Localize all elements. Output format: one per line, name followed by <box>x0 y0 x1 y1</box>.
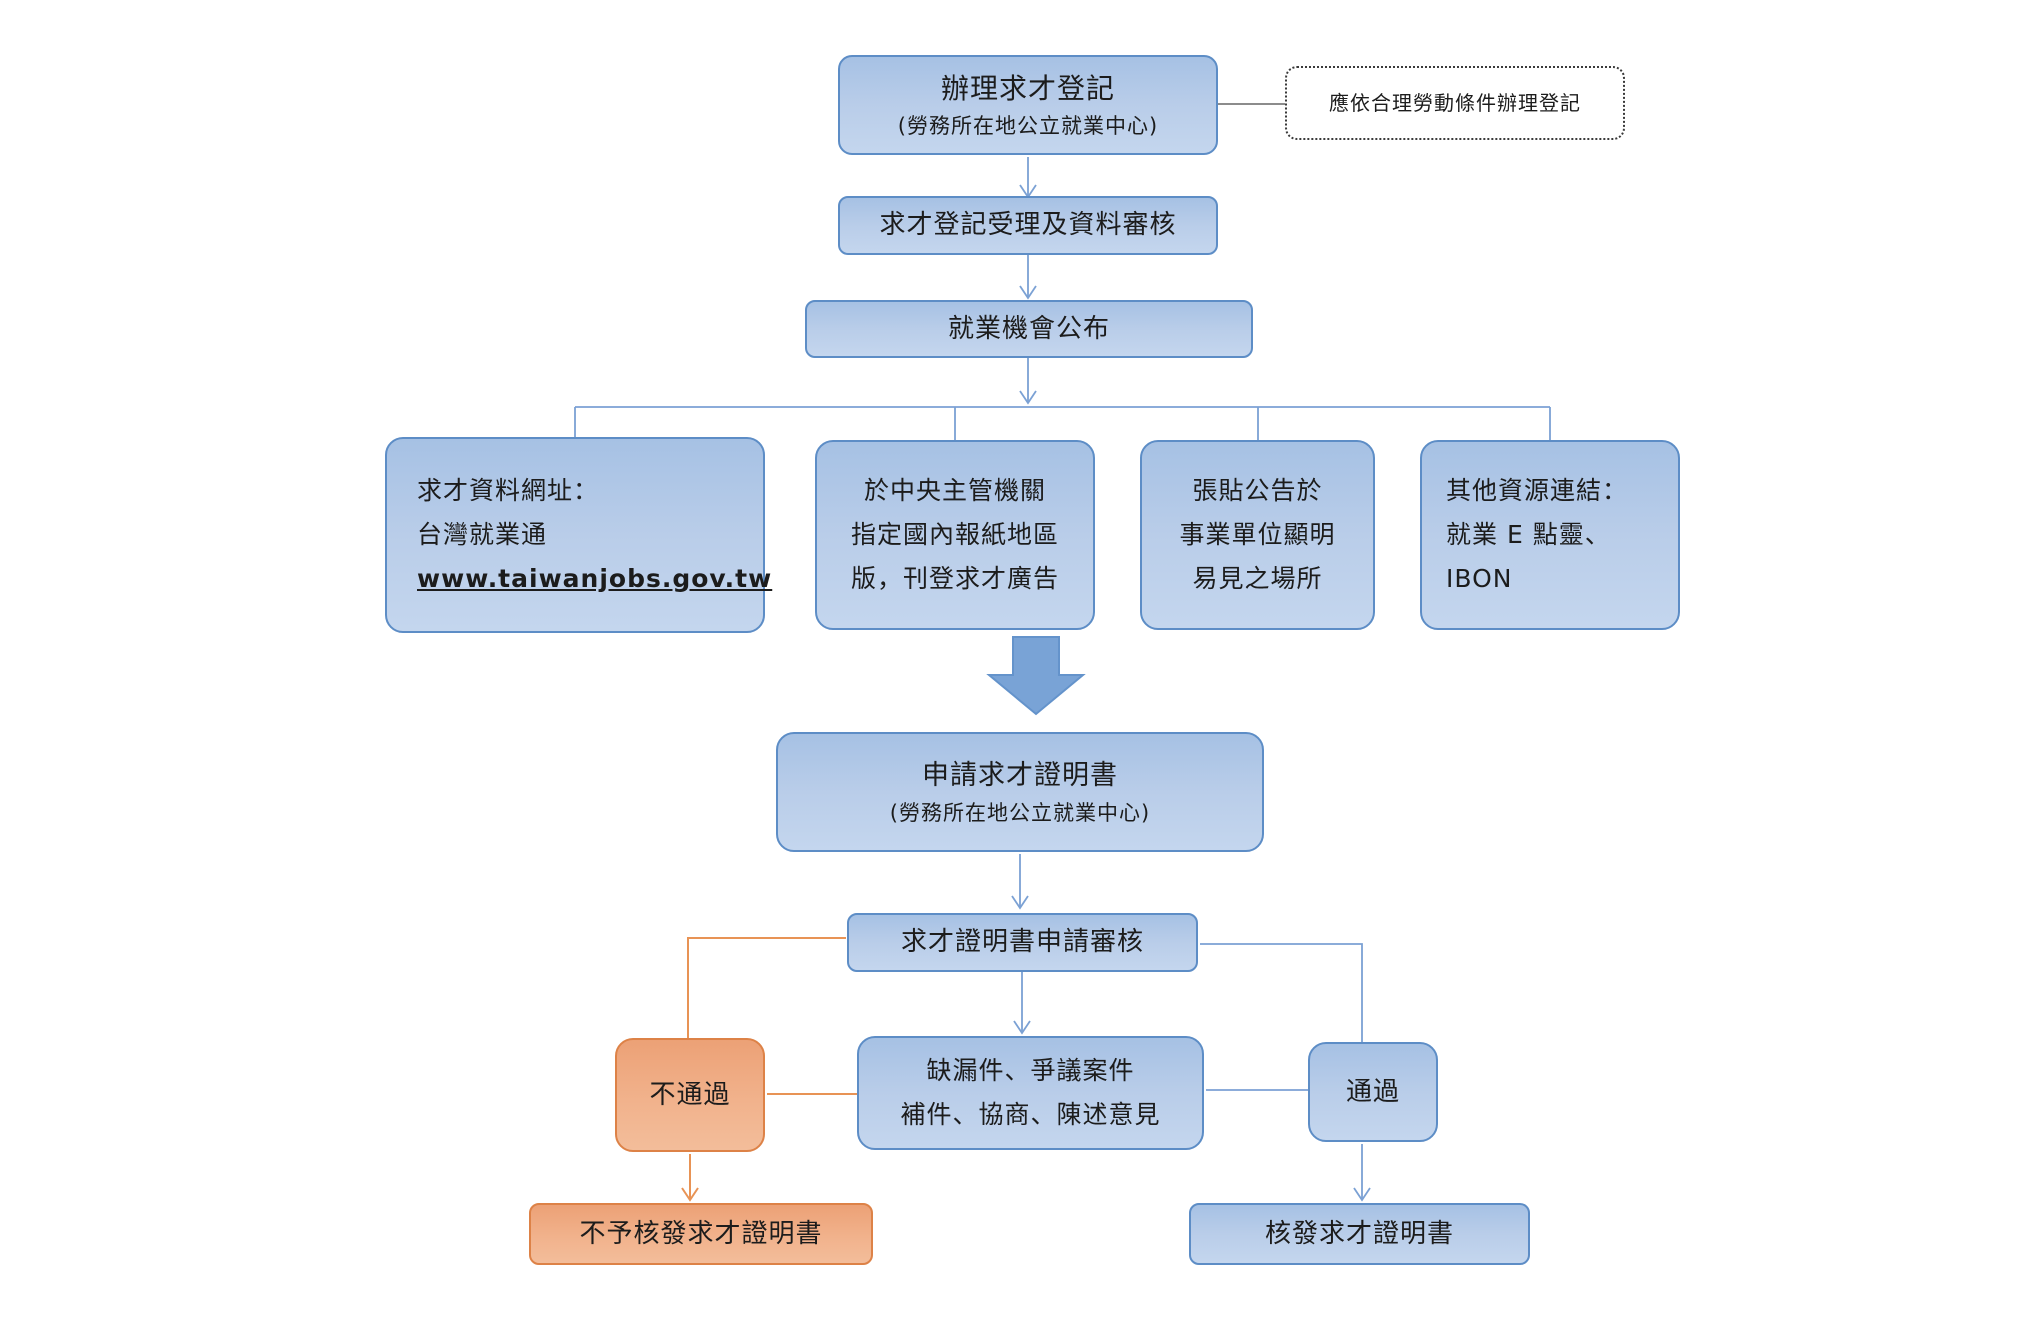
node-newspaper-line3: 版，刊登求才廣告 <box>850 564 1059 593</box>
node-register: 辦理求才登記 (勞務所在地公立就業中心) <box>838 55 1218 155</box>
arrow-review-to-supplement <box>1013 972 1031 1035</box>
node-web-line2: 台灣就業通 <box>417 520 548 549</box>
node-accept-label: 求才登記受理及資料審核 <box>879 210 1177 241</box>
node-review-label: 求才證明書申請審核 <box>900 927 1144 958</box>
node-apply-subtitle: (勞務所在地公立就業中心) <box>889 800 1151 825</box>
node-apply-title: 申請求才證明書 <box>922 759 1118 791</box>
elbow-review-to-pass <box>1200 943 1363 1042</box>
arrow-register-to-accept <box>1019 157 1037 199</box>
node-issue-label: 核發求才證明書 <box>1264 1218 1454 1249</box>
node-other-resources: 其他資源連結： 就業 E 點靈、 IBON <box>1420 440 1680 630</box>
node-supplement-line2: 補件、協商、陳述意見 <box>900 1100 1161 1129</box>
node-note-text: 應依合理勞動條件辦理登記 <box>1329 90 1581 115</box>
elbow-review-to-fail <box>687 937 846 1038</box>
node-supplement: 缺漏件、爭議案件 補件、協商、陳述意見 <box>857 1036 1204 1150</box>
node-no-issue-certificate: 不予核發求才證明書 <box>529 1203 873 1265</box>
node-post-line1: 張貼公告於 <box>1192 476 1323 505</box>
node-accept: 求才登記受理及資料審核 <box>838 196 1218 255</box>
arrow-publish-to-branches <box>574 358 1551 440</box>
node-fail-label: 不通過 <box>649 1079 731 1110</box>
node-note: 應依合理勞動條件辦理登記 <box>1285 66 1625 140</box>
taiwanjobs-url-link[interactable]: www.taiwanjobs.gov.tw <box>417 564 773 593</box>
node-fail: 不通過 <box>615 1038 765 1152</box>
node-other-line2: 就業 E 點靈、 <box>1446 520 1611 549</box>
arrow-apply-to-review <box>1011 854 1029 910</box>
node-web-source: 求才資料網址： 台灣就業通 www.taiwanjobs.gov.tw <box>385 437 771 633</box>
node-supplement-line1: 缺漏件、爭議案件 <box>926 1056 1135 1085</box>
node-post-line3: 易見之場所 <box>1192 564 1323 593</box>
node-apply-certificate: 申請求才證明書 (勞務所在地公立就業中心) <box>776 732 1264 852</box>
node-other-line3: IBON <box>1446 564 1513 593</box>
node-newspaper-line2: 指定國內報紙地區 <box>850 520 1059 549</box>
node-newspaper-line1: 於中央主管機關 <box>863 476 1046 505</box>
node-pass-label: 通過 <box>1345 1076 1400 1107</box>
node-register-subtitle: (勞務所在地公立就業中心) <box>897 114 1159 139</box>
node-issue-certificate: 核發求才證明書 <box>1189 1203 1530 1265</box>
node-no-issue-label: 不予核發求才證明書 <box>579 1218 823 1249</box>
arrow-fail-to-no-issue <box>681 1154 699 1202</box>
block-arrow-down <box>986 636 1086 716</box>
node-post-line2: 事業單位顯明 <box>1179 520 1336 549</box>
arrow-accept-to-publish <box>1019 255 1037 300</box>
node-register-title: 辦理求才登記 <box>940 72 1115 106</box>
node-review: 求才證明書申請審核 <box>847 913 1198 972</box>
node-pass: 通過 <box>1308 1042 1438 1142</box>
node-publish-label: 就業機會公布 <box>947 313 1110 344</box>
node-newspaper: 於中央主管機關 指定國內報紙地區 版，刊登求才廣告 <box>815 440 1095 630</box>
node-publish: 就業機會公布 <box>805 300 1253 358</box>
arrow-pass-to-issue <box>1353 1144 1371 1202</box>
node-post-notice: 張貼公告於 事業單位顯明 易見之場所 <box>1140 440 1375 630</box>
node-other-line1: 其他資源連結： <box>1446 476 1629 505</box>
node-web-line1: 求才資料網址： <box>417 476 600 505</box>
